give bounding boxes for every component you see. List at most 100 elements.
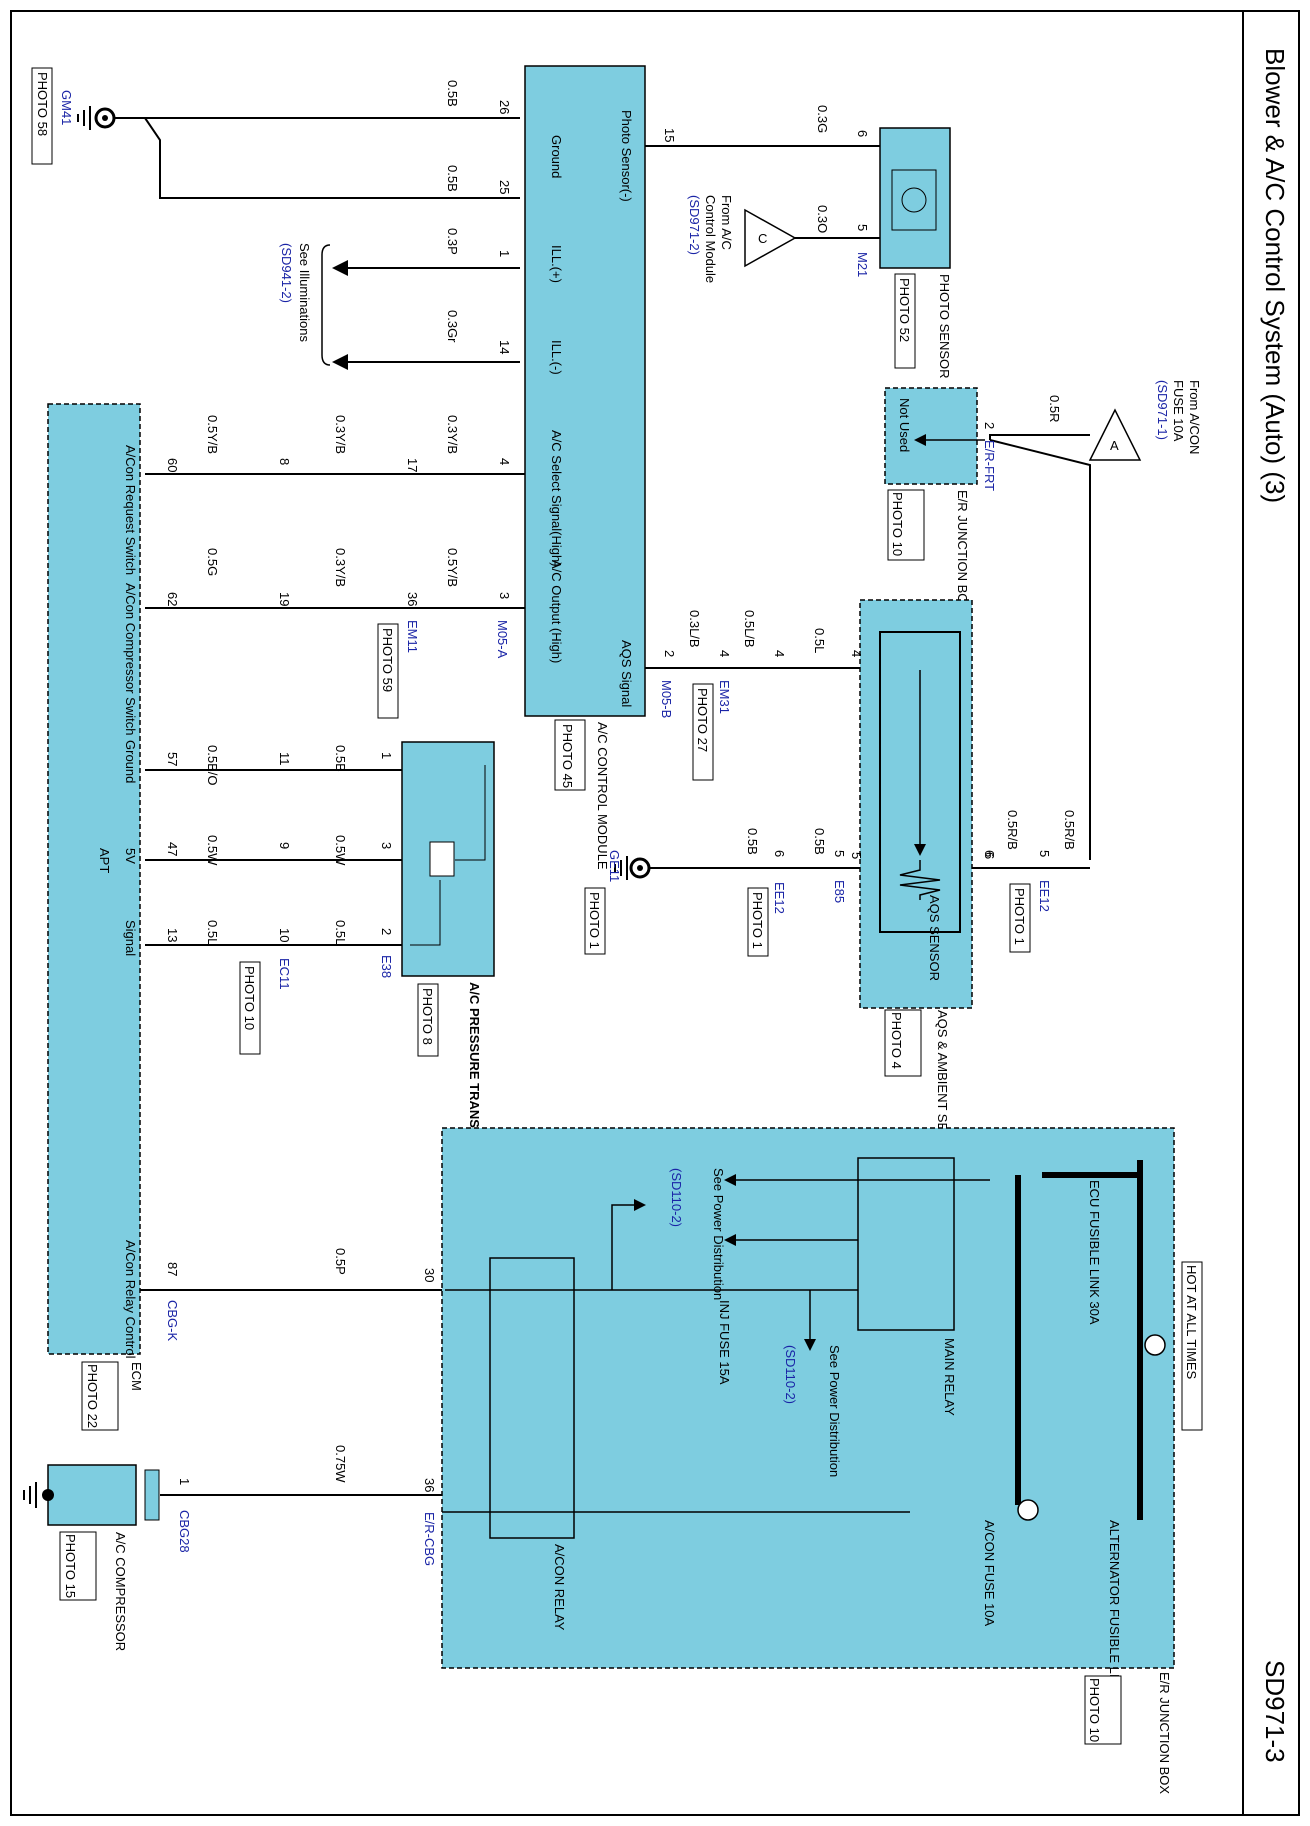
ecm-pin-13: 13 xyxy=(165,928,180,942)
pin-26: 26 xyxy=(497,100,512,114)
ee12-bot-pin-6: 6 xyxy=(772,850,787,857)
transducer-pin-2: 2 xyxy=(379,928,394,935)
junction-pin-30: 30 xyxy=(422,1268,437,1282)
compressor-pin: 1 xyxy=(177,1478,192,1485)
aqs-pin-5: 5 xyxy=(849,852,864,859)
em11-photo: PHOTO 59 xyxy=(380,628,395,692)
module-label-ill-plus: ILL.(+) xyxy=(549,245,564,283)
wire-87: 0.5P xyxy=(333,1248,348,1275)
wire-14: 0.3Gr xyxy=(445,310,460,343)
gm41-label: GM41 xyxy=(59,90,74,125)
compressor-wire: 0.75W xyxy=(333,1445,348,1483)
ee12-top-photo: PHOTO 1 xyxy=(1012,888,1027,945)
acon-fuse: A/CON FUSE 10A xyxy=(982,1520,997,1627)
ecm-wire-62: 0.5G xyxy=(205,548,220,576)
junction-pin-36: 36 xyxy=(422,1478,437,1492)
compressor-photo: PHOTO 15 xyxy=(63,1534,78,1598)
ee12-bot-wire-2: 0.5B xyxy=(812,828,827,855)
wire-1: 0.3P xyxy=(445,228,460,255)
transducer-photo: PHOTO 8 xyxy=(420,988,435,1045)
pin-3: 3 xyxy=(497,592,512,599)
wire-4: 0.3Y/B xyxy=(445,415,460,454)
inj-fuse: INJ FUSE 15A xyxy=(717,1300,732,1385)
power-ref-2: (SD110-2) xyxy=(783,1345,798,1404)
aqs-pin-6: 6 xyxy=(982,852,997,859)
compressor-connector: CBG28 xyxy=(177,1510,192,1553)
from-control-ref: (SD971-2) xyxy=(687,195,702,255)
ecm-name: ECM xyxy=(129,1362,144,1391)
em11-pin-17: 17 xyxy=(405,458,420,472)
module-label-ill-minus: ILL.(-) xyxy=(549,340,564,375)
ecm-label-apt: APT xyxy=(97,848,112,873)
transducer-name: A/C PRESSURE TRANSDUCER xyxy=(467,982,482,1175)
junction-photo: PHOTO 10 xyxy=(1087,1678,1102,1742)
from-fuse-text1: From A/CON xyxy=(1187,380,1202,454)
em31-wire-2: 0.5L xyxy=(812,628,827,653)
ecm-label-request: A/Con Request Switch xyxy=(123,445,138,575)
module-label-ac-output: A/C Output (High) xyxy=(549,560,564,663)
ee12-bot-connector: EE12 xyxy=(772,882,787,914)
from-control-text2: Control Module xyxy=(703,195,718,283)
aqs-sensor-name: AQS SENSOR xyxy=(927,895,942,981)
ee12-top-wire-1: 0.5R/B xyxy=(1005,810,1020,850)
ecm-wire-60: 0.5Y/B xyxy=(205,415,220,454)
module-connector-a: M05-A xyxy=(495,620,510,659)
module-label-photo-sensor: Photo Sensor(-) xyxy=(619,110,634,202)
photo-sensor-pin-5: 5 xyxy=(855,224,870,231)
ecm-connector: CBG-K xyxy=(165,1300,180,1342)
er-frt-photo: PHOTO 10 xyxy=(890,492,905,556)
ecm-label-ground: Ground xyxy=(123,740,138,783)
pressure-transducer xyxy=(401,741,495,977)
photo-sensor-photo: PHOTO 52 xyxy=(897,278,912,342)
pin-15: 15 xyxy=(662,128,677,142)
module-label-aqs: AQS Signal xyxy=(619,640,634,707)
ecm-photo: PHOTO 22 xyxy=(85,1364,100,1428)
ec11-pin-10: 10 xyxy=(277,928,292,942)
ecm-label-5v: 5V xyxy=(123,848,138,864)
ee12-top-pin-5: 5 xyxy=(1037,850,1052,857)
module-name: A/C CONTROL MODULE xyxy=(595,722,610,870)
wire-3: 0.5Y/B xyxy=(445,548,460,587)
ecm-label-relay: A/Con Relay Control xyxy=(123,1240,138,1359)
module-label-ac-select: A/C Select Signal(High) xyxy=(549,430,564,567)
pin-14: 14 xyxy=(497,340,512,354)
ee12-top-pin-6: 6 xyxy=(982,850,997,857)
ee12-bot-photo: PHOTO 1 xyxy=(750,892,765,949)
transducer-wire-1: 0.5B xyxy=(333,745,348,772)
em31-connector: EM31 xyxy=(717,680,732,714)
er-frt-connector: E/R-FRT xyxy=(982,440,997,491)
ge11-label: GE11 xyxy=(607,850,622,882)
transducer-pin-3: 3 xyxy=(379,842,394,849)
ground-ge11 xyxy=(614,856,651,880)
er-frt-pin: 2 xyxy=(982,422,997,429)
photo-sensor-connector: M21 xyxy=(855,252,870,277)
ec11-pin-9: 9 xyxy=(277,842,292,849)
acon-relay xyxy=(489,1257,575,1539)
ee12-top-connector: EE12 xyxy=(1037,880,1052,912)
ecm-pin-57: 57 xyxy=(165,752,180,766)
from-fuse-text2: FUSE 10A xyxy=(1171,380,1186,442)
see-power-2: See Power Distribution xyxy=(827,1345,842,1477)
photo-sensor-pin-6: 6 xyxy=(855,130,870,137)
pin-25: 25 xyxy=(497,180,512,194)
ee12-top-wire-2: 0.5R/B xyxy=(1062,810,1077,850)
transducer-wire-2: 0.5L xyxy=(333,920,348,945)
ecm-pin-87: 87 xyxy=(165,1262,180,1276)
module-connector-b: M05-B xyxy=(659,680,674,718)
wire-15: 0.3G xyxy=(815,105,830,133)
em11-wire-1: 0.3Y/B xyxy=(333,415,348,454)
see-power-1: See Power Distribution xyxy=(711,1168,726,1300)
ec11-wire-1: 0.5B/O xyxy=(205,745,220,785)
junction-name: E/R JUNCTION BOX xyxy=(1157,1672,1172,1794)
module-photo: PHOTO 45 xyxy=(560,724,575,788)
module-label-ground: Ground xyxy=(549,135,564,178)
em11-connector: EM11 xyxy=(405,620,420,653)
gm41-photo: PHOTO 58 xyxy=(35,72,50,136)
illuminations-text: See Illuminations xyxy=(297,243,312,342)
ecm-label-signal: Signal xyxy=(123,920,138,956)
from-control-letter: C xyxy=(758,231,767,246)
main-relay xyxy=(857,1157,955,1331)
ec11-connector: EC11 xyxy=(277,958,292,990)
ac-control-module xyxy=(524,65,646,717)
compressor-name: A/C COMPRESSOR xyxy=(113,1532,128,1651)
